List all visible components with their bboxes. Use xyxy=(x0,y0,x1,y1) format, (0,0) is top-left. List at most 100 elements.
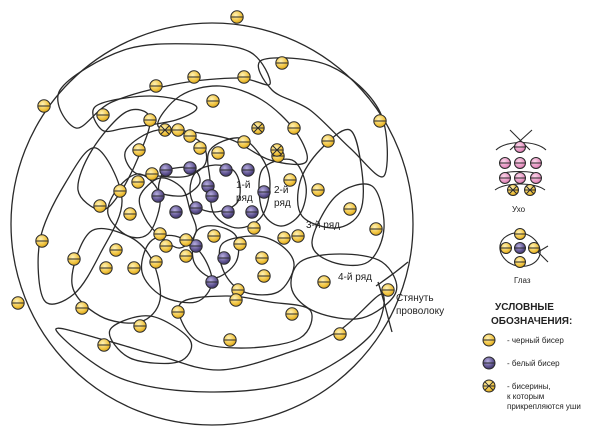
white-bead-7 xyxy=(245,205,259,219)
white-bead-13 xyxy=(189,239,203,253)
black-bead-10 xyxy=(171,123,185,137)
ear-base-bead-2 xyxy=(524,184,536,196)
black-bead-35 xyxy=(291,229,305,243)
white-bead-4 xyxy=(219,163,233,177)
black-bead-52 xyxy=(97,338,111,352)
black-bead-11 xyxy=(321,134,335,148)
legend-attach-text-3: прикрепляются уши xyxy=(507,402,581,411)
white-bead-2 xyxy=(183,161,197,175)
thread-loop-17 xyxy=(311,183,385,267)
eye-outer-bead-2 xyxy=(500,242,512,254)
thread-loop-15 xyxy=(178,295,313,349)
legend-black-text: - черный бисер xyxy=(507,336,564,345)
ear-thread-3 xyxy=(494,183,546,191)
black-bead-57 xyxy=(247,221,261,235)
black-bead-55 xyxy=(109,243,123,257)
black-bead-22 xyxy=(193,141,207,155)
black-bead-34 xyxy=(277,231,291,245)
thread-loop-13 xyxy=(77,108,151,211)
white-bead-11 xyxy=(169,205,183,219)
black-bead-51 xyxy=(285,307,299,321)
thread-loop-12 xyxy=(296,128,364,229)
legend-title-1: УСЛОВНЫЕ xyxy=(495,302,554,313)
black-bead-1 xyxy=(230,10,244,24)
ear-thread-4 xyxy=(509,129,531,151)
row-labels: 1-й ряд 2-й ряд 3-й ряд 4-й ряд xyxy=(236,180,372,283)
black-bead-43 xyxy=(257,269,271,283)
black-bead-2 xyxy=(149,79,163,93)
row-3-label: 3-й ряд xyxy=(306,220,340,231)
eye-detail xyxy=(499,232,549,267)
black-bead-16 xyxy=(237,135,251,149)
row-2-label-a: 2-й xyxy=(274,185,288,196)
black-bead-36 xyxy=(35,234,49,248)
legend-white-swatch xyxy=(482,356,496,370)
black-bead-23 xyxy=(283,173,297,187)
black-bead-54 xyxy=(333,327,347,341)
tie-wire-a xyxy=(375,261,409,287)
row-1-label-a: 1-й xyxy=(236,180,250,191)
ear-bead-2 xyxy=(499,157,511,169)
eye-outer-bead-3 xyxy=(514,256,526,268)
black-bead-53 xyxy=(223,333,237,347)
black-bead-30 xyxy=(179,249,193,263)
ear-bead-6 xyxy=(514,172,526,184)
thread-loop-20 xyxy=(257,57,389,178)
white-bead-9 xyxy=(205,189,219,203)
black-bead-49 xyxy=(171,305,185,319)
legend-attach-text-1: - бисерины, xyxy=(507,382,551,391)
legend-title-2: ОБОЗНАЧЕНИЯ: xyxy=(491,316,572,327)
thread-loop-2 xyxy=(189,164,241,213)
ear-bead-3 xyxy=(514,157,526,169)
eye-thread xyxy=(499,232,541,267)
black-bead-45 xyxy=(381,283,395,297)
black-bead-9 xyxy=(143,113,157,127)
black-bead-15 xyxy=(211,146,225,160)
black-bead-20 xyxy=(131,175,145,189)
thread-loop-4 xyxy=(191,225,240,279)
ear-bead-5 xyxy=(499,172,511,184)
thread-loop-14 xyxy=(71,227,162,324)
black-bead-4 xyxy=(237,70,251,84)
black-bead-56 xyxy=(93,199,107,213)
legend-white-text: - белый бисер xyxy=(507,359,560,368)
black-bead-37 xyxy=(67,252,81,266)
row-1-label-b: ряд xyxy=(236,193,253,204)
thread-loop-8 xyxy=(140,234,213,304)
white-bead-6 xyxy=(257,185,271,199)
callout-line-1: Стянуть xyxy=(396,293,434,304)
white-bead-8 xyxy=(221,205,235,219)
black-bead-50 xyxy=(229,293,243,307)
thread-loop-21 xyxy=(55,293,385,393)
outer-ring xyxy=(10,22,414,426)
black-bead-3 xyxy=(187,70,201,84)
black-bead-7 xyxy=(96,108,110,122)
ear-attach-bead-3 xyxy=(270,143,284,157)
row-2-label-b: ряд xyxy=(274,198,291,209)
black-bead-39 xyxy=(127,261,141,275)
black-bead-13 xyxy=(132,143,146,157)
black-bead-33 xyxy=(255,251,269,265)
legend: УСЛОВНЫЕ ОБОЗНАЧЕНИЯ: - черный бисер - б… xyxy=(491,302,581,411)
black-bead-40 xyxy=(149,255,163,269)
black-bead-25 xyxy=(343,202,357,216)
black-bead-8 xyxy=(206,94,220,108)
tie-wire-callout: Стянуть проволоку xyxy=(396,293,444,317)
black-bead-18 xyxy=(287,121,301,135)
thread-loop-19 xyxy=(57,43,271,129)
thread-loop-9 xyxy=(218,235,295,296)
tie-wire-b xyxy=(377,281,393,333)
black-bead-44 xyxy=(317,275,331,289)
white-bead-1 xyxy=(159,163,173,177)
black-bead-28 xyxy=(153,227,167,241)
legend-attach-text-2: к которым xyxy=(507,392,544,401)
black-bead-6 xyxy=(37,99,51,113)
thread-loop-16 xyxy=(290,253,398,320)
black-bead-24 xyxy=(311,183,325,197)
white-bead-15 xyxy=(205,275,219,289)
white-bead-14 xyxy=(217,251,231,265)
black-bead-27 xyxy=(123,207,137,221)
black-bead-29 xyxy=(179,233,193,247)
thread-loop-7 xyxy=(107,173,161,239)
